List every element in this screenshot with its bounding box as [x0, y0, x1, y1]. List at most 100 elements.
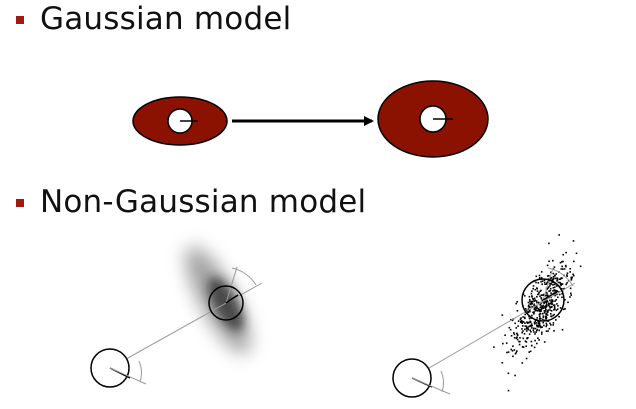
particle [524, 317, 526, 320]
particle [545, 303, 548, 305]
particle [573, 260, 575, 263]
particle [533, 313, 535, 315]
particle [519, 318, 522, 321]
particle [565, 265, 567, 268]
particle [552, 277, 555, 280]
particle [539, 306, 542, 308]
particle [569, 296, 571, 298]
particle [553, 304, 556, 306]
particle [562, 253, 564, 256]
particle [537, 301, 540, 304]
particle [515, 337, 518, 340]
particle [510, 335, 513, 337]
particle [553, 308, 556, 310]
particle [508, 326, 511, 329]
particle [531, 300, 534, 303]
particle [550, 306, 553, 309]
particle [542, 294, 545, 296]
particle [553, 330, 555, 332]
particle [520, 319, 523, 322]
particle [549, 302, 551, 305]
particle [540, 289, 542, 292]
particle [534, 327, 537, 330]
particle [560, 284, 562, 287]
particle [546, 324, 548, 326]
particle [539, 326, 542, 329]
particle [524, 328, 526, 331]
particle [529, 300, 531, 303]
particle [514, 322, 516, 325]
particle [542, 312, 544, 315]
particle [529, 303, 531, 305]
particle [524, 313, 526, 316]
particle [541, 299, 544, 302]
particle [561, 261, 563, 263]
particle [520, 317, 522, 319]
particle [557, 305, 559, 307]
particle [545, 325, 547, 328]
particle [550, 303, 553, 305]
particle [537, 282, 540, 284]
particle [545, 308, 547, 311]
particle [555, 299, 557, 301]
particle [527, 301, 530, 304]
particle [543, 310, 546, 312]
particle [526, 321, 528, 323]
particle [567, 301, 569, 304]
particle [538, 323, 541, 325]
particle [552, 272, 555, 275]
particle [570, 277, 573, 280]
particle [533, 321, 536, 324]
particle [553, 307, 556, 309]
particle [538, 324, 541, 326]
particle [513, 337, 516, 339]
particle [536, 317, 538, 319]
particle [512, 355, 514, 358]
non-gaussian-model-heading: Non-Gaussian model [40, 184, 367, 220]
particle [565, 283, 567, 286]
particle [511, 350, 514, 352]
particle [524, 340, 527, 342]
particle [558, 234, 560, 236]
gaussian-pose-after [377, 80, 489, 158]
gaussian-model-heading: Gaussian model [40, 1, 292, 37]
particle [504, 334, 506, 336]
particle [528, 351, 530, 353]
particle [550, 283, 552, 285]
particle [562, 308, 565, 311]
particle [552, 259, 554, 262]
heading-reference-line [411, 377, 451, 395]
particle [566, 282, 568, 284]
particle [530, 323, 533, 325]
particle [536, 310, 539, 312]
particle [539, 317, 541, 319]
bullet-item-non-gaussian: Non-Gaussian model [16, 187, 366, 218]
particle [545, 315, 547, 317]
particle [533, 303, 535, 306]
particle [521, 331, 523, 334]
motion-line [109, 282, 263, 369]
particle [546, 264, 549, 267]
particle [563, 268, 566, 270]
particle [550, 271, 552, 274]
heading-line [225, 294, 239, 304]
particle [557, 296, 559, 299]
particle [551, 301, 553, 303]
particle [535, 331, 537, 333]
particle [559, 283, 562, 285]
particle [533, 304, 535, 307]
particle [540, 305, 543, 308]
particle [543, 312, 546, 314]
particle [542, 318, 544, 321]
particle [556, 280, 558, 282]
particle [522, 316, 524, 318]
angle-arc [138, 360, 142, 383]
particle [528, 298, 531, 301]
particle [555, 292, 558, 294]
particle [565, 251, 567, 254]
particle [550, 310, 553, 312]
particle [536, 307, 538, 309]
particle [552, 304, 555, 307]
particle [545, 313, 547, 315]
particle [538, 321, 541, 323]
